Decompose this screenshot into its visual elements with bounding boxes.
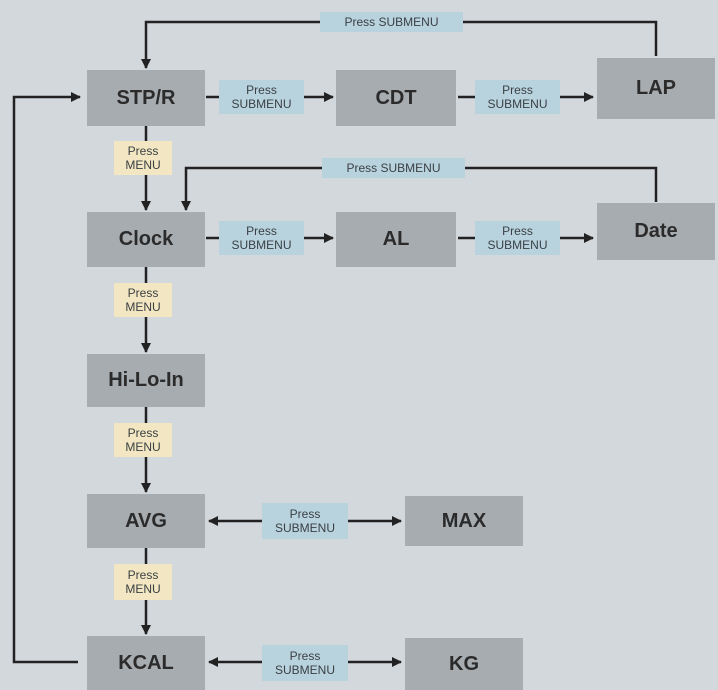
node-clock: Clock — [87, 212, 205, 267]
node-al: AL — [336, 212, 456, 267]
tag-line-press: Press — [246, 83, 277, 97]
tag-press-submenu-top: Press SUBMENU — [320, 12, 463, 32]
tag-menu-hilo-avg: Press MENU — [114, 423, 172, 457]
tag-line-menu: MENU — [125, 440, 161, 454]
node-kg: KG — [405, 638, 523, 690]
tag-menu-stpr-clock: Press MENU — [114, 141, 172, 175]
tag-text: Press SUBMENU — [346, 161, 441, 175]
tag-submenu-stpr-cdt: Press SUBMENU — [219, 80, 304, 114]
tag-text: Press SUBMENU — [344, 15, 439, 29]
node-max: MAX — [405, 496, 523, 546]
node-stpr: STP/R — [87, 70, 205, 126]
tag-line-submenu: SUBMENU — [487, 97, 548, 111]
loop-arrow-kcal-to-stpr — [12, 92, 81, 664]
tag-line-submenu: SUBMENU — [487, 238, 548, 252]
node-avg: AVG — [87, 494, 205, 548]
tag-menu-avg-kcal: Press MENU — [114, 564, 172, 600]
tag-line-press: Press — [127, 426, 159, 440]
node-date: Date — [597, 203, 715, 260]
tag-submenu-al-date: Press SUBMENU — [475, 221, 560, 255]
tag-line-submenu: SUBMENU — [231, 238, 292, 252]
tag-line-press: Press — [502, 224, 533, 238]
tag-submenu-kcal-kg: Press SUBMENU — [262, 645, 348, 681]
tag-line-press: Press — [246, 224, 277, 238]
tag-line-menu: MENU — [125, 300, 161, 314]
tag-submenu-clock-al: Press SUBMENU — [219, 221, 304, 255]
tag-line-press: Press — [127, 568, 159, 582]
tag-line-press: Press — [127, 144, 159, 158]
tag-press-submenu-second: Press SUBMENU — [322, 158, 465, 178]
node-cdt: CDT — [336, 70, 456, 126]
tag-line-menu: MENU — [125, 582, 161, 596]
tag-line-submenu: SUBMENU — [231, 97, 292, 111]
tag-line-submenu: SUBMENU — [274, 663, 335, 677]
tag-line-press: Press — [289, 649, 321, 663]
node-hilo: Hi-Lo-In — [87, 354, 205, 407]
tag-line-press: Press — [289, 507, 321, 521]
tag-submenu-cdt-lap: Press SUBMENU — [475, 80, 560, 114]
tag-line-press: Press — [127, 286, 159, 300]
tag-submenu-avg-max: Press SUBMENU — [262, 503, 348, 539]
tag-line-menu: MENU — [125, 158, 161, 172]
node-kcal: KCAL — [87, 636, 205, 690]
tag-menu-clock-hilo: Press MENU — [114, 283, 172, 317]
tag-line-submenu: SUBMENU — [274, 521, 335, 535]
node-lap: LAP — [597, 58, 715, 119]
tag-line-press: Press — [502, 83, 533, 97]
